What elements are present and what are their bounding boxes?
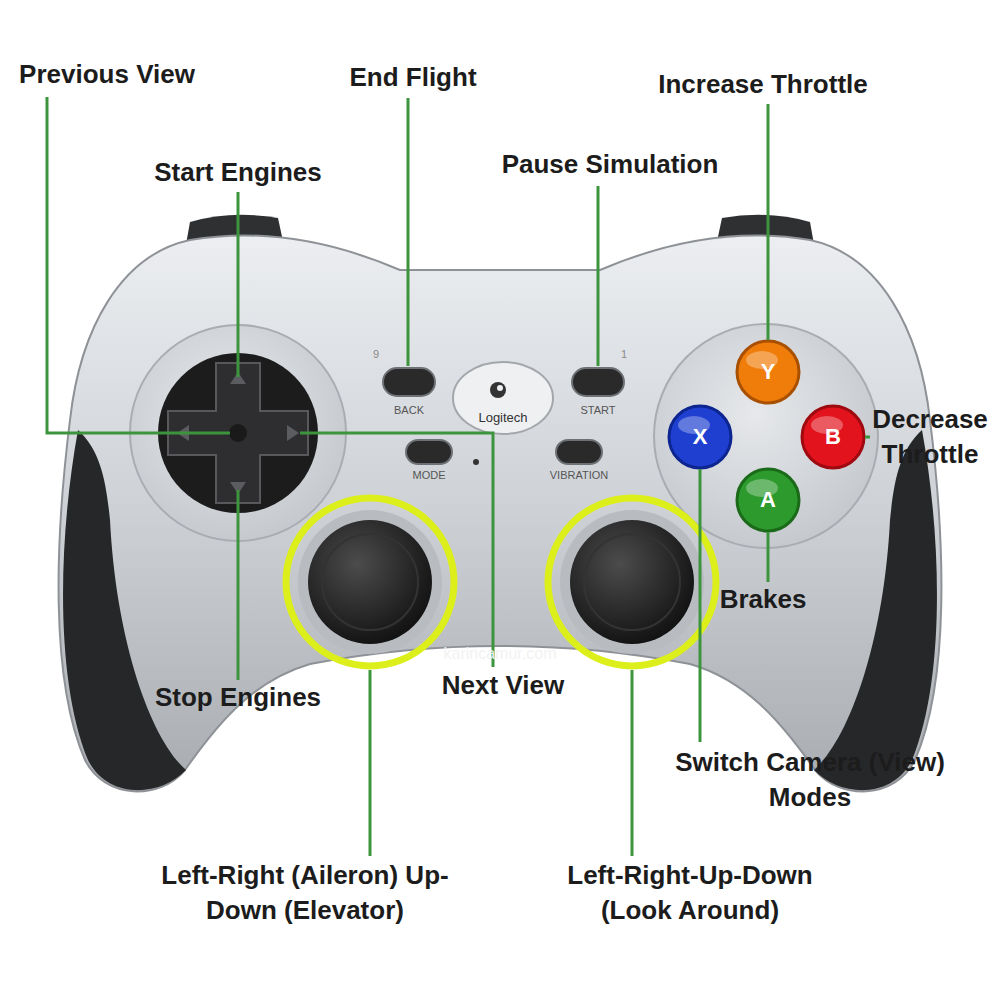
button-caption: MODE bbox=[389, 469, 469, 482]
leader-line bbox=[699, 469, 702, 742]
right-stick-well bbox=[560, 510, 704, 654]
port-number: 9 bbox=[361, 348, 391, 361]
left-stick bbox=[308, 520, 432, 644]
port-number: 1 bbox=[609, 348, 639, 361]
back-button bbox=[383, 368, 435, 396]
controller-body bbox=[59, 235, 942, 791]
leader-line bbox=[597, 186, 600, 366]
leader-line bbox=[865, 436, 870, 439]
leader-line bbox=[237, 490, 240, 680]
dpad-center bbox=[229, 424, 247, 442]
button-letter: X bbox=[680, 425, 720, 449]
callout-label: Decrease Throttle bbox=[867, 402, 993, 472]
start-button bbox=[572, 368, 624, 396]
a-button bbox=[737, 469, 799, 531]
leader-line bbox=[767, 532, 770, 582]
callout-label: Previous View bbox=[7, 57, 207, 92]
button-letter: A bbox=[748, 488, 788, 512]
callout-label: End Flight bbox=[328, 60, 498, 95]
watermark: karincamur.com bbox=[400, 644, 600, 663]
x-button bbox=[669, 406, 731, 468]
leader-line bbox=[631, 670, 634, 856]
callout-label: Switch Camera (View) Modes bbox=[650, 745, 970, 815]
right-stick bbox=[570, 520, 694, 644]
vibration-button bbox=[556, 440, 602, 464]
leader-line bbox=[300, 433, 493, 667]
leader-line bbox=[767, 104, 770, 340]
right-stick-highlight bbox=[548, 498, 716, 666]
callout-label: Brakes bbox=[693, 582, 833, 617]
leader-line bbox=[369, 670, 372, 856]
button-caption: BACK bbox=[369, 404, 449, 417]
brand-badge bbox=[453, 362, 553, 434]
button-caption: START bbox=[558, 404, 638, 417]
button-caption: VIBRATION bbox=[529, 469, 629, 482]
callout-label: Next View bbox=[428, 668, 578, 703]
callout-label: Stop Engines bbox=[138, 680, 338, 715]
mode-led bbox=[473, 459, 479, 465]
brand-logo bbox=[490, 382, 506, 398]
mode-button bbox=[406, 440, 452, 464]
callout-label: Left-Right (Aileron) Up-Down (Elevator) bbox=[155, 858, 455, 928]
leader-line bbox=[47, 97, 230, 433]
brand-logo-eye bbox=[497, 385, 503, 391]
y-button bbox=[737, 341, 799, 403]
leader-line bbox=[237, 192, 240, 377]
b-button bbox=[802, 406, 864, 468]
button-letter: Y bbox=[748, 360, 788, 384]
leader-lines bbox=[47, 97, 870, 856]
left-stick-well bbox=[298, 510, 442, 654]
button-letter: B bbox=[813, 425, 853, 449]
callout-label: Pause Simulation bbox=[480, 147, 740, 182]
brand-name: Logitech bbox=[458, 410, 548, 426]
dpad-right-arrow bbox=[287, 425, 299, 441]
left-stick-highlight bbox=[286, 498, 454, 666]
callout-label: Left-Right-Up-Down (Look Around) bbox=[540, 858, 840, 928]
left-stick-cap bbox=[322, 534, 418, 630]
callout-label: Start Engines bbox=[133, 155, 343, 190]
leader-line bbox=[407, 98, 410, 366]
face-button-well bbox=[654, 324, 878, 548]
callout-label: Increase Throttle bbox=[633, 67, 893, 102]
right-stick-cap bbox=[584, 534, 680, 630]
